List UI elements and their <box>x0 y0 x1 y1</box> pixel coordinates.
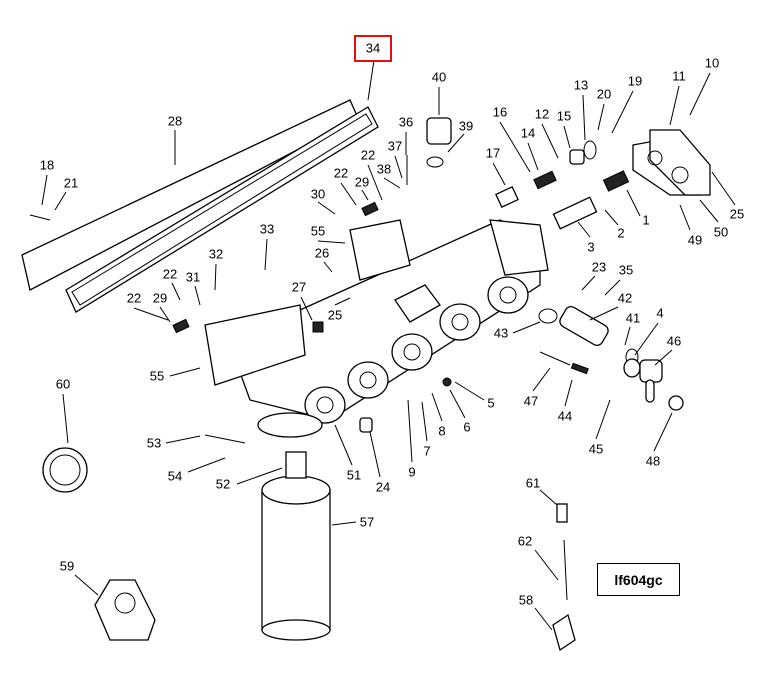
callout-46[interactable]: 46 <box>667 334 681 349</box>
callout-15[interactable]: 15 <box>557 109 571 124</box>
callout-23[interactable]: 23 <box>592 260 606 275</box>
callout-55[interactable]: 55 <box>150 369 164 384</box>
callout-26[interactable]: 26 <box>315 246 329 261</box>
callout-labels: 34 28 18 21 22 37 36 40 39 38 22 29 30 1… <box>40 41 744 608</box>
callout-27[interactable]: 27 <box>292 280 306 295</box>
callout-13[interactable]: 13 <box>574 78 588 93</box>
callout-22[interactable]: 22 <box>163 267 177 282</box>
callout-59[interactable]: 59 <box>60 559 74 574</box>
highlight-box-callout-34 <box>354 35 392 62</box>
callout-36[interactable]: 36 <box>399 115 413 130</box>
callout-44[interactable]: 44 <box>558 409 572 424</box>
bracket-59 <box>94 579 156 641</box>
callout-2[interactable]: 2 <box>617 226 624 241</box>
callout-22[interactable]: 22 <box>361 148 375 163</box>
callout-8[interactable]: 8 <box>438 424 445 439</box>
callout-19[interactable]: 19 <box>628 74 642 89</box>
callout-16[interactable]: 16 <box>493 105 507 120</box>
callout-54[interactable]: 54 <box>168 469 182 484</box>
callout-48[interactable]: 48 <box>646 454 660 469</box>
callout-42[interactable]: 42 <box>618 291 632 306</box>
callout-62[interactable]: 62 <box>518 534 532 549</box>
long-gasket-28 <box>21 99 379 313</box>
callout-28[interactable]: 28 <box>168 114 182 129</box>
oil-filter-57 <box>261 451 331 641</box>
callout-14[interactable]: 14 <box>521 126 535 141</box>
gauge-60 <box>42 447 88 493</box>
callout-17[interactable]: 17 <box>486 146 500 161</box>
callout-60[interactable]: 60 <box>56 377 70 392</box>
callout-57[interactable]: 57 <box>360 515 374 530</box>
callout-33[interactable]: 33 <box>260 222 274 237</box>
callout-1[interactable]: 1 <box>642 213 649 228</box>
callout-29[interactable]: 29 <box>355 175 369 190</box>
callout-18[interactable]: 18 <box>40 158 54 173</box>
callout-58[interactable]: 58 <box>519 593 533 608</box>
callout-5[interactable]: 5 <box>487 396 494 411</box>
callout-21[interactable]: 21 <box>64 176 78 191</box>
callout-25[interactable]: 25 <box>328 308 342 323</box>
callout-38[interactable]: 38 <box>377 162 391 177</box>
callout-49[interactable]: 49 <box>688 233 702 248</box>
callout-24[interactable]: 24 <box>376 480 390 495</box>
callout-32[interactable]: 32 <box>209 247 223 262</box>
callout-61[interactable]: 61 <box>526 476 540 491</box>
callout-6[interactable]: 6 <box>463 420 470 435</box>
callout-41[interactable]: 41 <box>626 311 640 326</box>
callout-53[interactable]: 53 <box>147 436 161 451</box>
callout-50[interactable]: 50 <box>714 225 728 240</box>
callout-43[interactable]: 43 <box>494 326 508 341</box>
callout-52[interactable]: 52 <box>216 477 230 492</box>
manifold-body <box>204 219 549 438</box>
callout-22[interactable]: 22 <box>334 166 348 181</box>
callout-45[interactable]: 45 <box>589 442 603 457</box>
callout-37[interactable]: 37 <box>388 139 402 154</box>
callout-34[interactable]: 34 <box>366 41 380 56</box>
small-parts <box>172 117 711 433</box>
oil-line-62 <box>552 503 576 652</box>
callout-55[interactable]: 55 <box>311 224 325 239</box>
figure-id-label: lf604gc <box>597 563 680 596</box>
callout-40[interactable]: 40 <box>432 70 446 85</box>
callout-20[interactable]: 20 <box>597 87 611 102</box>
leader-arrows <box>41 59 736 631</box>
callout-3[interactable]: 3 <box>587 240 594 255</box>
callout-12[interactable]: 12 <box>535 107 549 122</box>
callout-4[interactable]: 4 <box>656 306 663 321</box>
callout-10[interactable]: 10 <box>705 56 719 71</box>
callout-31[interactable]: 31 <box>186 270 200 285</box>
callout-47[interactable]: 47 <box>524 394 538 409</box>
callout-9[interactable]: 9 <box>408 465 415 480</box>
fasteners <box>29 214 246 444</box>
callout-7[interactable]: 7 <box>423 444 430 459</box>
callout-30[interactable]: 30 <box>311 187 325 202</box>
callout-11[interactable]: 11 <box>672 69 686 84</box>
callout-51[interactable]: 51 <box>347 468 361 483</box>
callout-22[interactable]: 22 <box>127 291 141 306</box>
callout-25[interactable]: 25 <box>730 207 744 222</box>
callout-29[interactable]: 29 <box>153 291 167 306</box>
callout-35[interactable]: 35 <box>619 263 633 278</box>
callout-39[interactable]: 39 <box>459 119 473 134</box>
